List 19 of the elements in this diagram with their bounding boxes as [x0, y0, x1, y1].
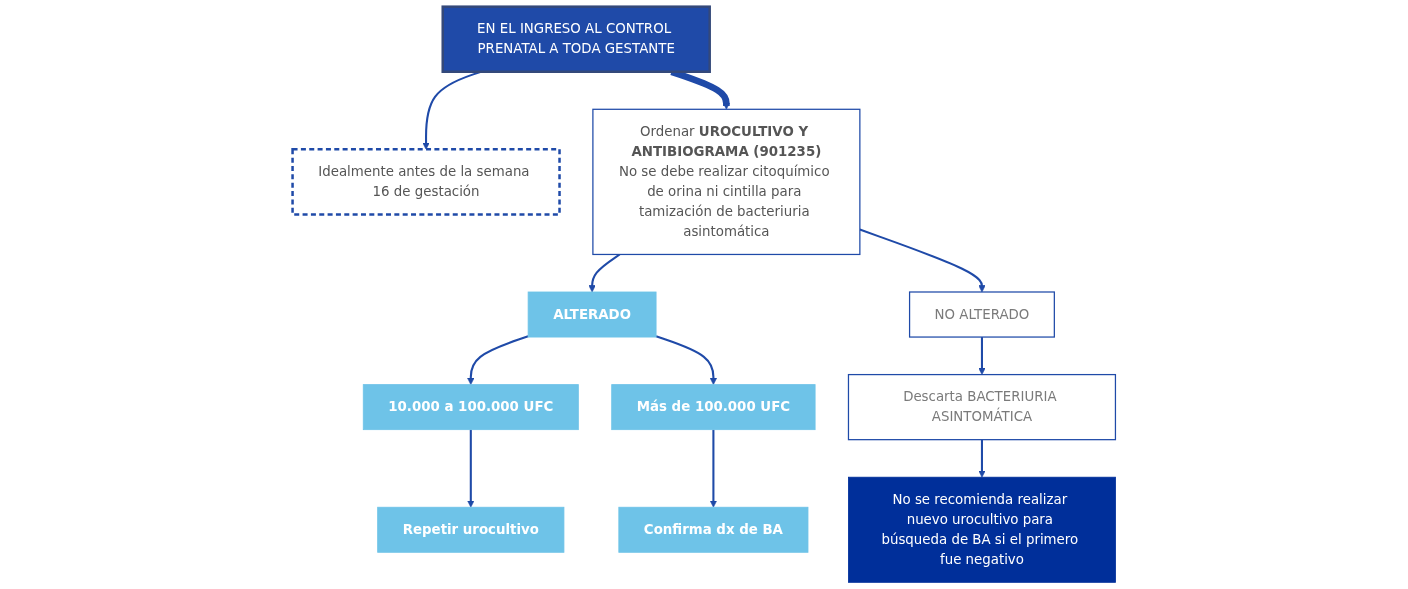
- node-box: EN EL INGRESO AL CONTROL PRENATAL A TODA GESTANTE: [441, 5, 711, 73]
- arrow: [978, 337, 986, 375]
- node-box: NO ALTERADO: [908, 291, 1055, 338]
- arrow: [467, 335, 529, 385]
- node-box: Ordenar UROCULTIVO Y ANTIBIOGRAMA (901235) No se debe realizar citoquímico de orina ni cintilla para tamización de bacteriuria asintomática: [592, 108, 861, 256]
- node-box: Idealmente antes de la semana 16 de gestación: [291, 148, 561, 216]
- node-box: ALTERADO: [527, 291, 657, 338]
- arrow: [588, 253, 621, 293]
- arrow: [978, 439, 986, 478]
- arrow: [467, 429, 475, 508]
- node-box: Descarta BACTERIURIA ASINTOMÁTICA: [847, 373, 1117, 441]
- node-box: Más de 100.000 UFC: [611, 384, 816, 431]
- arrow: [709, 429, 718, 508]
- node-box: No se recomienda realizar nuevo urocultivo para búsqueda de BA si el primero fue negativo: [848, 476, 1116, 583]
- node-box: Repetir urocultivo: [377, 506, 565, 553]
- arrow: [655, 335, 718, 385]
- node-box: 10.000 a 100.000 UFC: [362, 384, 579, 431]
- arrow: [859, 228, 986, 293]
- node-box: Confirma dx de BA: [618, 506, 809, 553]
